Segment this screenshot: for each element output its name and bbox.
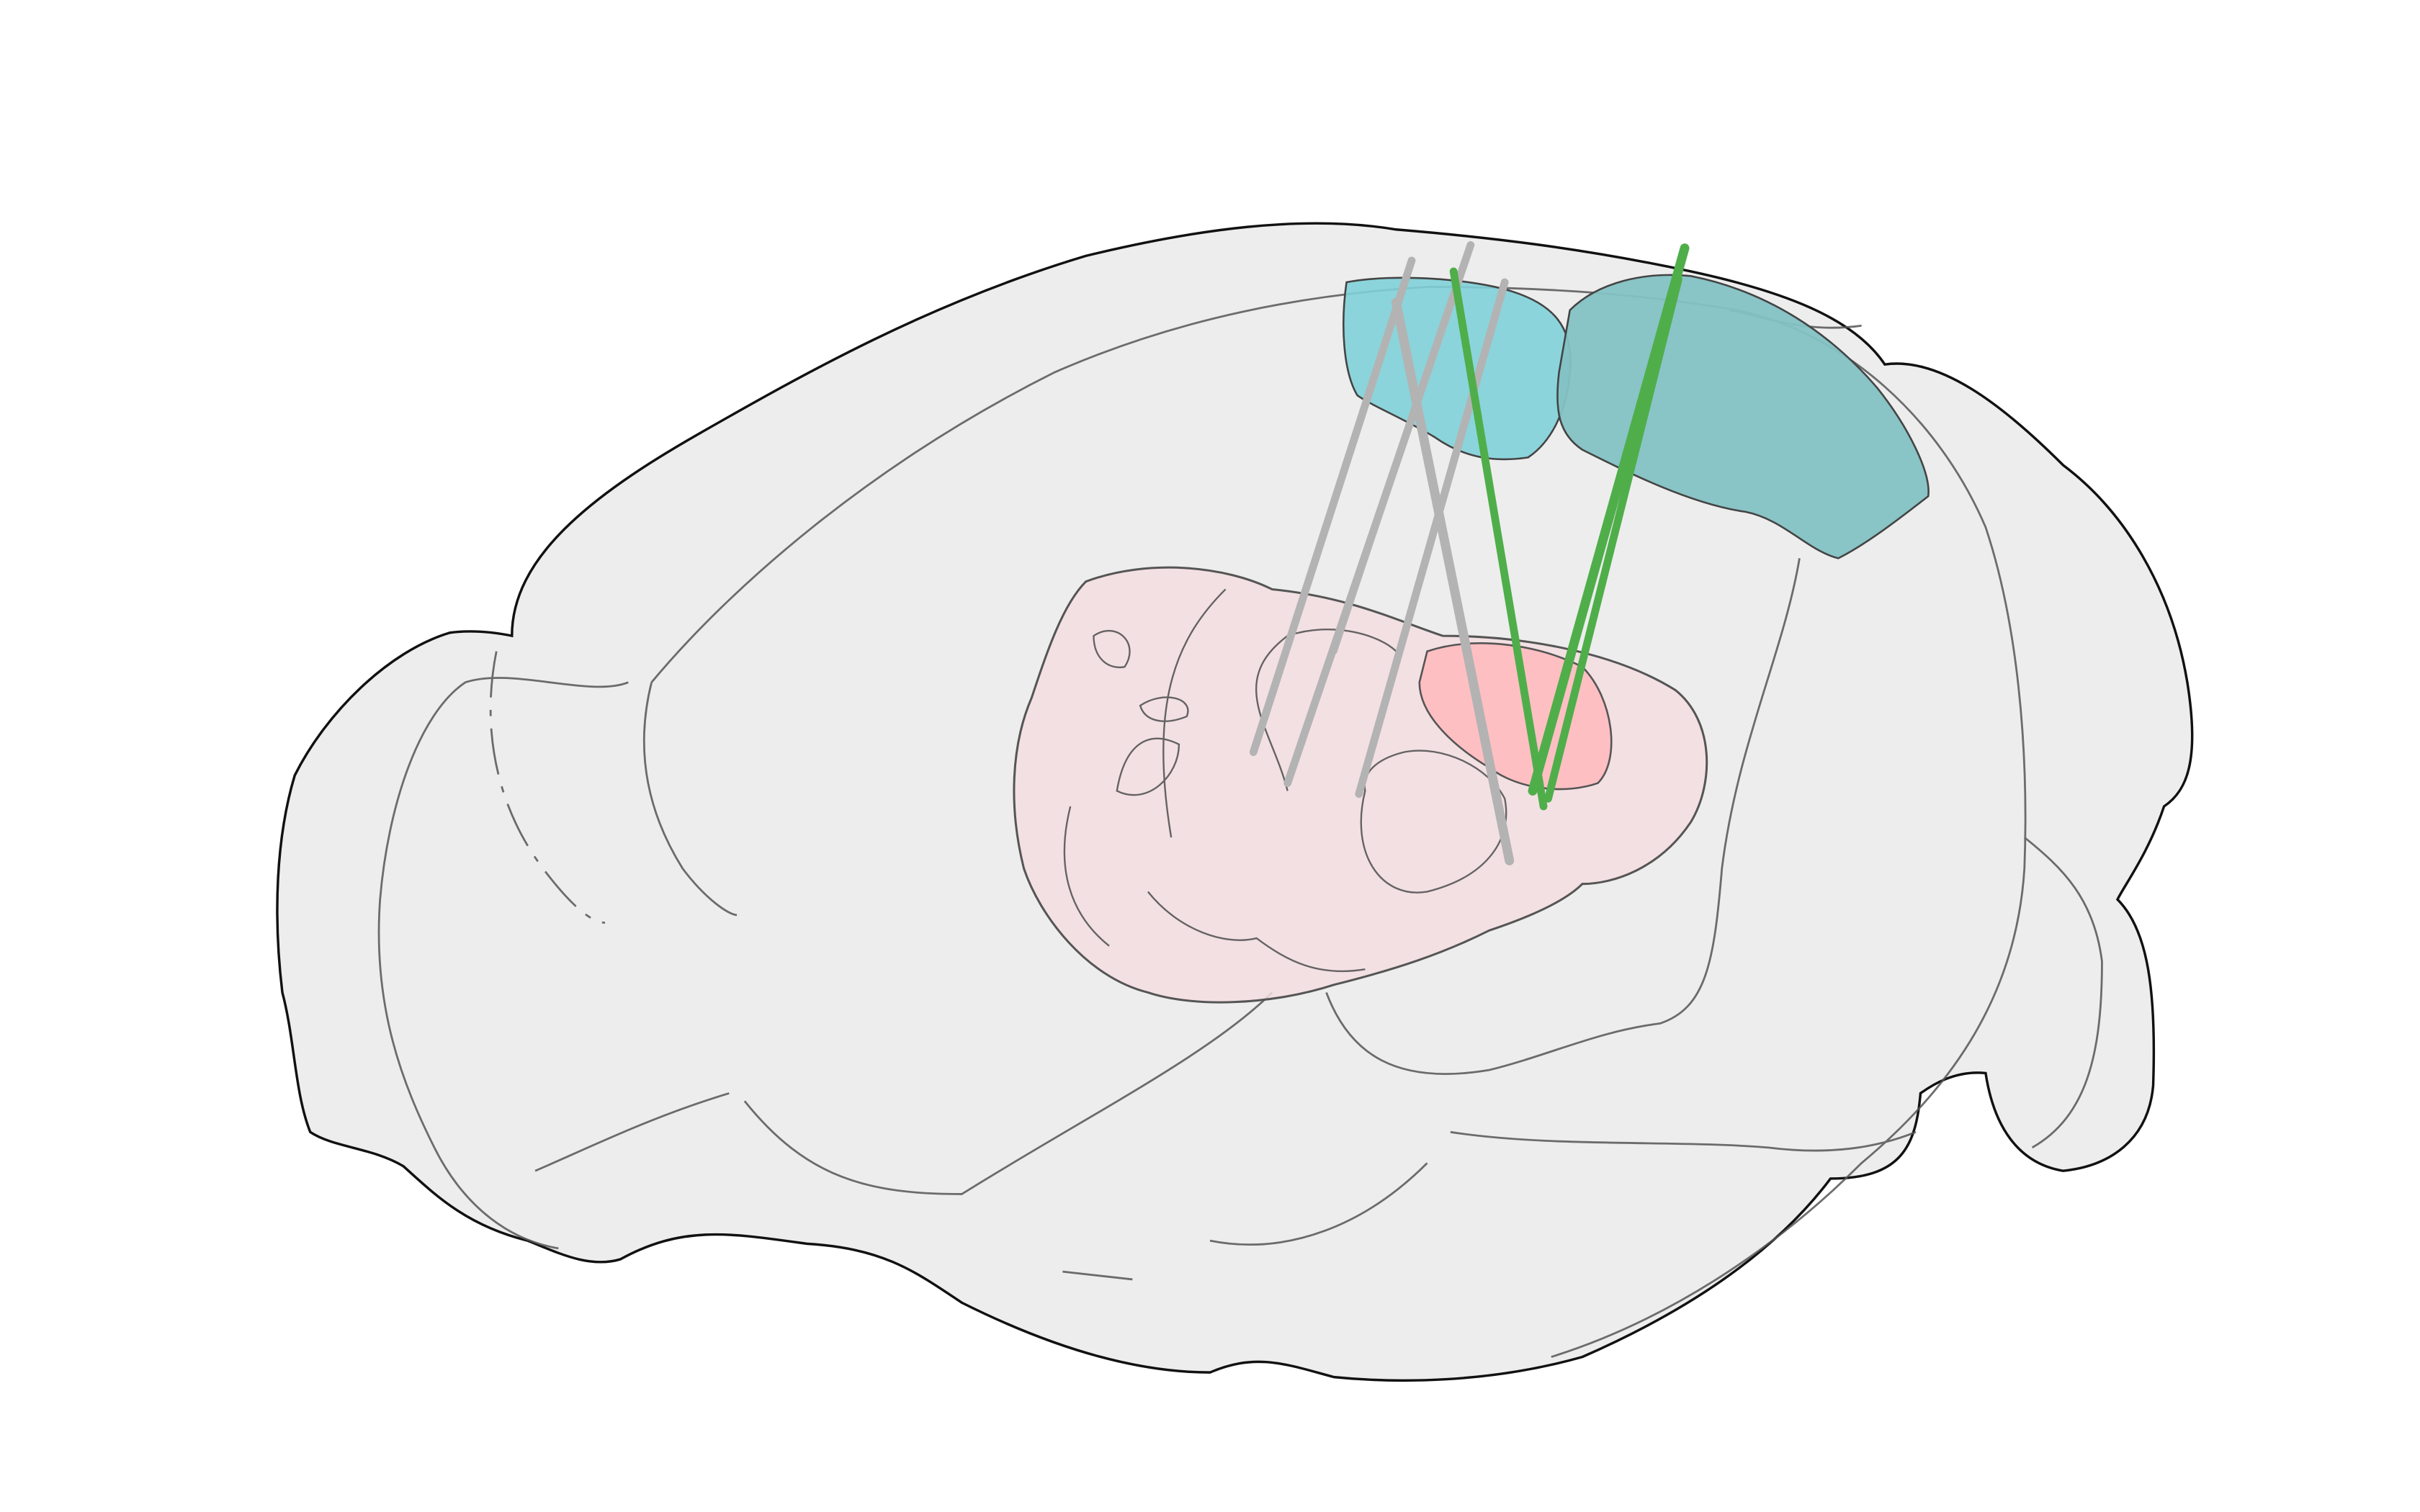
subcortical-contours — [1063, 588, 1507, 973]
probe-gray-5 — [1330, 322, 1446, 654]
probe-gray-3 — [1355, 278, 1509, 798]
probe-gray-1 — [1249, 256, 1416, 756]
probe-green-1 — [1449, 267, 1548, 811]
probes — [1249, 240, 1690, 865]
cortical-region-2 — [1556, 274, 1930, 559]
inner-contours — [377, 286, 2103, 1358]
probe-green-2 — [1528, 243, 1690, 796]
probe-gray-4 — [1391, 297, 1515, 865]
probe-green-3 — [1544, 275, 1682, 803]
